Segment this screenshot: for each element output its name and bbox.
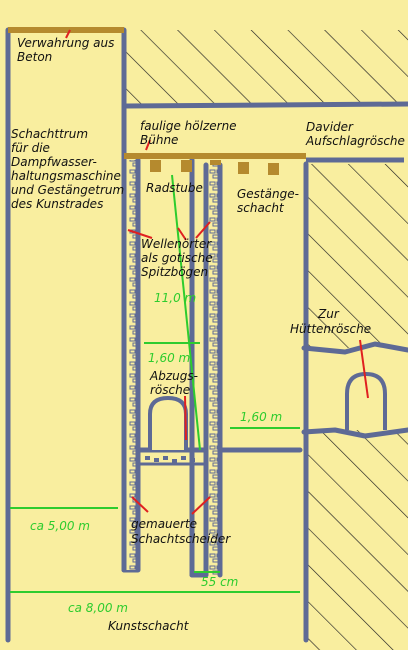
masonry-dividers bbox=[124, 160, 220, 575]
rock-hatching bbox=[124, 30, 408, 650]
huettenroesche-arch bbox=[345, 371, 387, 430]
dimension-1-60m-left: 1,60 m bbox=[148, 351, 190, 365]
wooden-platform bbox=[124, 153, 404, 175]
label-kunstschacht: Kunstschacht bbox=[108, 619, 190, 633]
dimension-lines bbox=[10, 174, 300, 593]
dimension-55cm: 55 cm bbox=[201, 575, 238, 589]
dimension-1-60m-right: 1,60 m bbox=[240, 410, 282, 424]
dimension-5m: ca 5,00 m bbox=[30, 519, 90, 533]
pointer-lines bbox=[65, 29, 369, 515]
label-radstube: Radstube bbox=[146, 181, 203, 195]
label-abzugsroesche: Abzugs-rösche bbox=[149, 369, 198, 397]
dimension-8m: ca 8,00 m bbox=[68, 601, 128, 615]
label-gestaenge: Gestänge-schacht bbox=[237, 187, 299, 215]
divider-outline bbox=[121, 160, 223, 575]
dimension-11m: 11,0 m bbox=[154, 291, 196, 305]
